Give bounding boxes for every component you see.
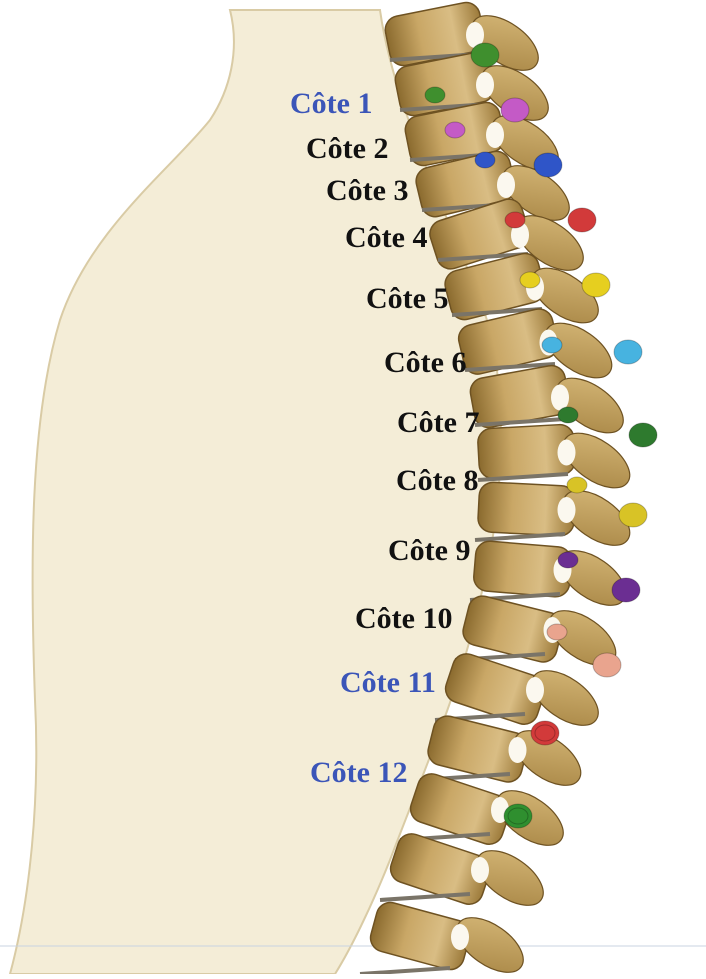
- rib-facet-marker: [471, 43, 499, 67]
- rib-facet-marker: [567, 477, 587, 493]
- rib-facet-marker: [614, 340, 642, 364]
- rib-label: Côte 5: [366, 283, 448, 315]
- rib-facet-marker: [425, 87, 445, 103]
- rib-facet-marker: [558, 407, 578, 423]
- intervertebral-foramen: [526, 677, 544, 703]
- intervertebral-foramen: [551, 385, 569, 411]
- rib-facet-marker: [558, 552, 578, 568]
- rib-facet-marker: [535, 725, 555, 741]
- rib-label: Côte 7: [397, 407, 479, 439]
- intervertebral-foramen: [476, 72, 494, 98]
- intervertebral-foramen: [471, 857, 489, 883]
- rib-label: Côte 12: [310, 757, 407, 789]
- rib-facet-marker: [612, 578, 640, 602]
- rib-facet-marker: [534, 153, 562, 177]
- rib-facet-marker: [445, 122, 465, 138]
- rib-facet-marker: [542, 337, 562, 353]
- rib-facet-marker: [547, 624, 567, 640]
- rib-label: Côte 11: [340, 667, 436, 699]
- rib-label: Côte 9: [388, 535, 470, 567]
- intervertebral-foramen: [558, 497, 576, 523]
- rib-facet-marker: [520, 272, 540, 288]
- intervertebral-foramen: [451, 924, 469, 950]
- rib-label: Côte 1: [290, 88, 372, 120]
- rib-facet-marker: [501, 98, 529, 122]
- rib-facet-marker: [475, 152, 495, 168]
- rib-facet-marker: [619, 503, 647, 527]
- intervertebral-foramen: [558, 440, 576, 466]
- rib-label: Côte 2: [306, 133, 388, 165]
- intervertebral-foramen: [509, 737, 527, 763]
- rib-facet-marker: [593, 653, 621, 677]
- intervertebral-foramen: [497, 172, 515, 198]
- rib-label: Côte 10: [355, 603, 452, 635]
- rib-facet-marker: [505, 212, 525, 228]
- rib-facet-marker: [629, 423, 657, 447]
- rib-label: Côte 8: [396, 465, 478, 497]
- intervertebral-foramen: [486, 122, 504, 148]
- rib-label: Côte 6: [384, 347, 466, 379]
- rib-label: Côte 4: [345, 222, 427, 254]
- rib-label: Côte 3: [326, 175, 408, 207]
- rib-facet-marker: [582, 273, 610, 297]
- rib-facet-marker: [568, 208, 596, 232]
- rib-facet-marker: [508, 808, 528, 824]
- intervertebral-disc: [360, 968, 450, 974]
